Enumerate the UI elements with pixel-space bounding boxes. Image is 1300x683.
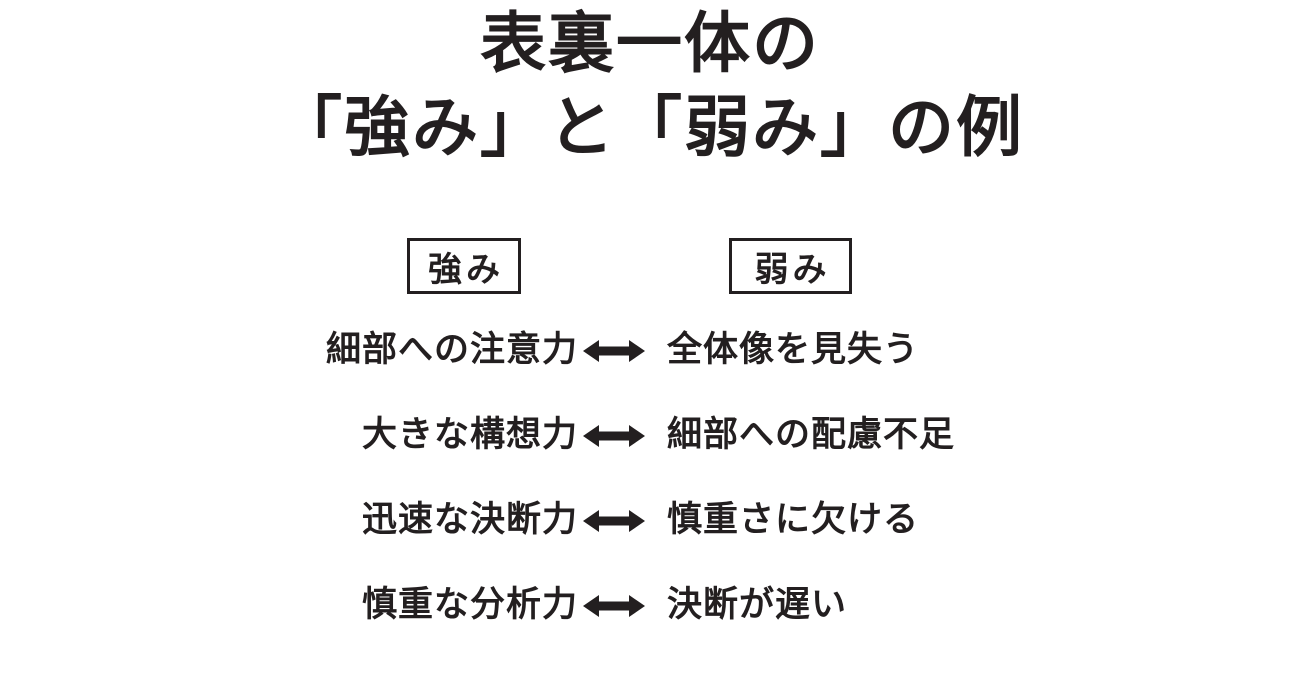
strength-text: 細部への注意力 [325,330,578,370]
weakness-column-label: 弱み [754,249,831,290]
diagram-title: 表裏一体の 「強み」と「弱み」の例 [0,2,1300,170]
weakness-column-header: 弱み [729,238,852,294]
strength-text: 大きな構想力 [361,415,578,455]
comparison-row: 迅速な決断力 慎重さに欠ける [0,500,1300,540]
strength-column-label: 強み [428,249,504,290]
comparison-row: 大きな構想力 細部への配慮不足 [0,415,1300,455]
left-right-arrow-icon [583,593,645,619]
weakness-text: 全体像を見失う [667,330,920,370]
diagram-title-line2: 「強み」と「弱み」の例 [276,89,1024,166]
weakness-text: 慎重さに欠ける [667,500,920,540]
left-right-arrow-icon [583,423,645,449]
comparison-row: 細部への注意力 全体像を見失う [0,330,1300,370]
left-right-arrow-icon [583,338,645,364]
comparison-row: 慎重な分析力 決断が遅い [0,585,1300,625]
diagram-title-line1: 表裏一体の [480,5,820,82]
strength-column-header: 強み [407,238,521,294]
strength-text: 慎重な分析力 [361,585,578,625]
strength-text: 迅速な決断力 [361,500,578,540]
weakness-text: 細部への配慮不足 [667,415,956,455]
left-right-arrow-icon [583,508,645,534]
weakness-text: 決断が遅い [667,585,848,625]
